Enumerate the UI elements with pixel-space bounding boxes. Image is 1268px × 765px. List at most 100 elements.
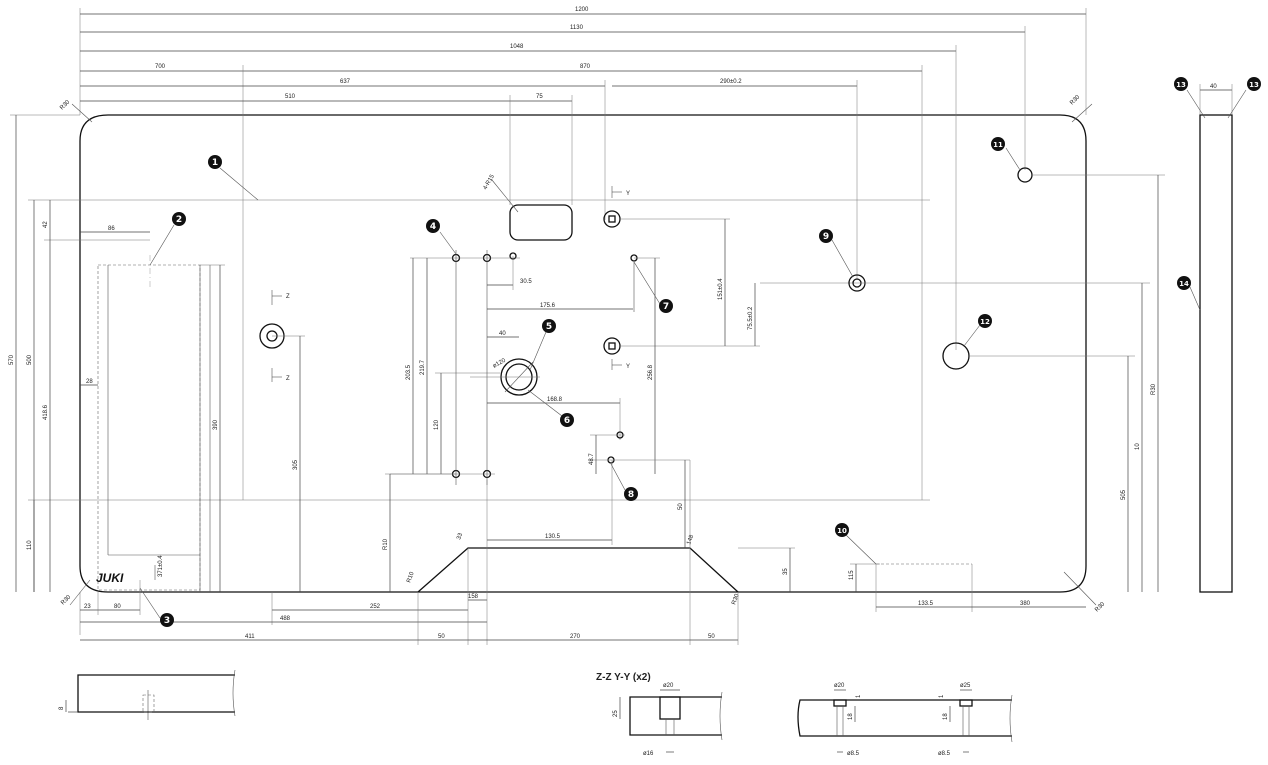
dim-158: 50	[678, 503, 684, 510]
dim-23: 23	[84, 604, 91, 610]
hole-11: R30	[1017, 167, 1165, 592]
dim-48: 48.7	[589, 453, 595, 465]
dim-168: 168.8	[547, 397, 563, 403]
detail-dim-d16: ø16	[643, 751, 654, 757]
callout-6: 6	[560, 413, 574, 427]
svg-text:5: 5	[546, 322, 552, 332]
dim-35: 115	[849, 570, 855, 580]
juki-logo: JUKI	[96, 571, 124, 585]
svg-text:10: 10	[837, 527, 847, 535]
cut-y-top: Y	[626, 191, 630, 197]
callout-12: 12	[978, 314, 992, 328]
svg-text:3: 3	[164, 616, 170, 626]
svg-text:2: 2	[176, 215, 182, 225]
dim-371: 10	[1135, 443, 1141, 450]
svg-text:8: 8	[628, 490, 634, 500]
callout-1: 1	[208, 155, 222, 169]
dim-380: 505	[1121, 489, 1127, 500]
dim-256: 256.8	[648, 364, 654, 380]
detail-dim-18a: 18	[848, 713, 854, 720]
callout-13-left: 13	[1174, 77, 1188, 91]
dim-500: 500	[27, 354, 33, 365]
dim-r30-tr: R30	[1069, 94, 1081, 106]
drawer-opening: 390	[97, 255, 225, 592]
dim-75: 75.5±0.2	[748, 306, 754, 330]
svg-text:7: 7	[663, 302, 669, 312]
detail-dim-18b: 18	[943, 713, 949, 720]
dim-870: 870	[580, 64, 591, 70]
dim-418: 418.6	[43, 404, 49, 420]
side-view: 40	[1186, 84, 1247, 593]
dim-488: 488	[280, 616, 291, 622]
bottom-notches: R10 130.5 R10 33 148 R30 158 50 35	[383, 460, 795, 606]
dim-r10-left: R10	[406, 571, 416, 584]
detail-dim-d8b: ø8.5	[938, 751, 951, 757]
dim-252: 252	[370, 604, 381, 610]
callout-3: 3	[160, 613, 174, 627]
dim-570: 570	[9, 354, 15, 365]
callout-14: 14	[1177, 276, 1191, 290]
svg-text:4: 4	[430, 222, 436, 232]
dim-50-right: 50	[708, 634, 715, 640]
dim-120: 120	[434, 419, 440, 430]
table-outline	[79, 114, 1087, 593]
dim-10: 371±0.4	[158, 555, 164, 577]
dim-219: 219.7	[420, 359, 426, 375]
dim-151: 151±0.4	[718, 278, 724, 300]
detail-zz-yy: Z-Z Y-Y (x2) ø20 ø16 25	[596, 672, 723, 757]
callout-leaders	[139, 147, 1021, 619]
callout-9: 9	[819, 229, 833, 243]
detail-dim-25: 25	[613, 710, 619, 717]
dim-133: 380	[1020, 601, 1031, 607]
dim-637: 637	[340, 79, 351, 85]
top-dimensions: 1200 1130 1048 700 870 637 290±0.2 510 7…	[59, 7, 1093, 500]
svg-text:1: 1	[212, 158, 218, 168]
dim-290: 290±0.2	[720, 79, 742, 85]
dim-390: 390	[213, 419, 219, 430]
dim-305: 305	[293, 459, 299, 470]
dim-4r15: 4-R15	[483, 173, 497, 191]
svg-text:13: 13	[1249, 81, 1259, 89]
callout-13-right: 13	[1247, 77, 1261, 91]
dim-33: 158	[468, 594, 479, 600]
dim-42: 42	[43, 221, 49, 228]
cut-z-top: Z	[286, 294, 290, 300]
svg-text:9: 9	[823, 232, 829, 242]
dim-r30-tl: R30	[59, 99, 71, 111]
section-title: Z-Z Y-Y (x2)	[596, 672, 651, 683]
dim-115: 133.5	[918, 601, 934, 607]
dim-148: 130.5	[545, 534, 561, 540]
left-dimensions: 570 500 110 42 418.6 86 28	[9, 114, 930, 592]
dim-505: R30	[1151, 383, 1157, 395]
dim-203: 203.5	[406, 364, 412, 380]
dim-r30-right: 148	[686, 534, 695, 546]
callouts: 1 2 3 4 5 6 7 8 9 10 11 12 13 13 14	[160, 77, 1261, 627]
hole-7: 256.8	[630, 254, 660, 474]
dim-r10-right: R30	[731, 593, 741, 606]
svg-text:12: 12	[980, 318, 990, 326]
callout-5: 5	[542, 319, 556, 333]
dim-50: 35	[783, 568, 789, 575]
dim-1130: 1130	[570, 25, 584, 31]
dim-80: 80	[114, 604, 121, 610]
hole-z: Z Z 305	[259, 290, 305, 592]
callout-8: 8	[624, 487, 638, 501]
detail-dim-d25: ø25	[960, 683, 971, 689]
dim-110: 110	[27, 540, 33, 550]
dim-28: 28	[86, 379, 93, 385]
dim-411: 411	[245, 634, 255, 640]
dim-r30-left: 33	[456, 532, 464, 541]
hole-12: 505 10	[860, 282, 1150, 592]
dim-75: 75	[536, 94, 543, 100]
callout-2: 2	[172, 212, 186, 226]
dim-86: 86	[108, 226, 115, 232]
dim-40-side: 40	[1210, 84, 1217, 90]
dim-r30-bl: R30	[60, 594, 72, 606]
dim-1048: 1048	[510, 44, 524, 50]
callout-10: 10	[835, 523, 849, 537]
hole-group-4: 203.5 219.7 120 30.5 175.6 40	[385, 250, 633, 485]
detail-holes-section: ø20 ø25 18 18 1 1 ø8.5 ø8.5	[797, 683, 1013, 757]
svg-text:14: 14	[1179, 280, 1189, 288]
main-hole: ø120 168.8	[470, 357, 621, 440]
svg-text:11: 11	[993, 141, 1003, 149]
